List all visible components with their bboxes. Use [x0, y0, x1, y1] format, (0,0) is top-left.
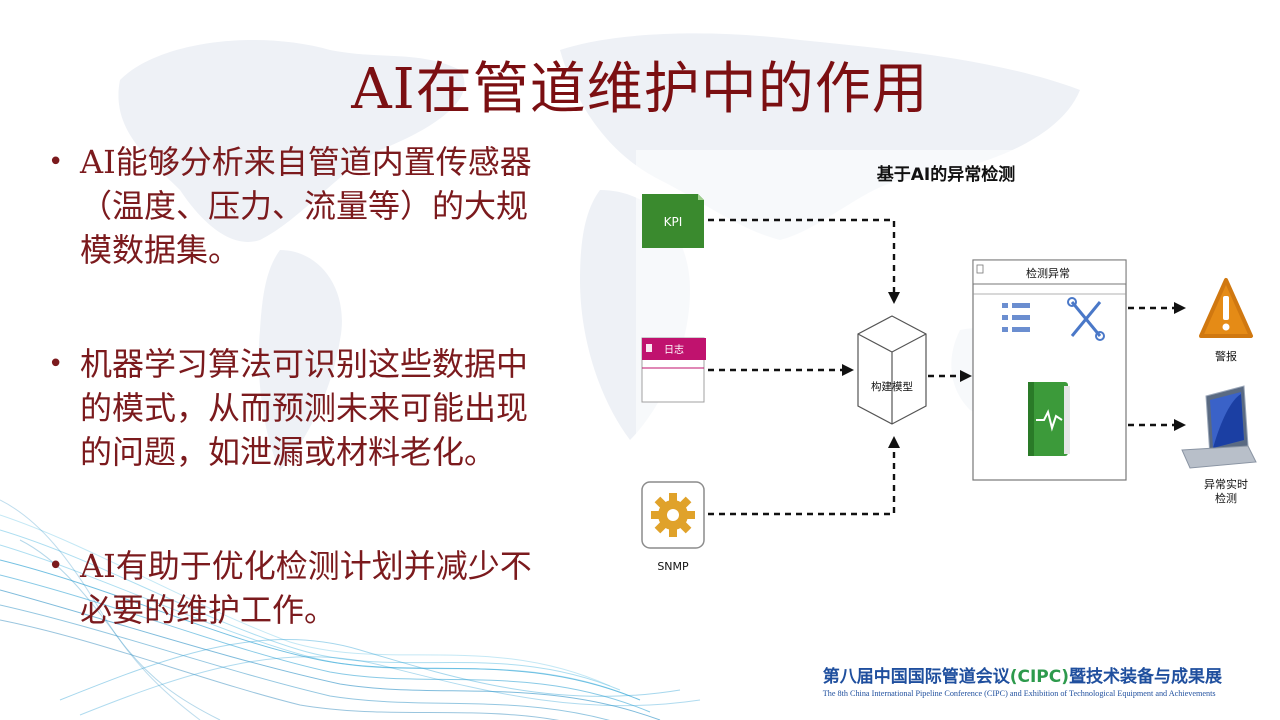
bullet-list: AI能够分析来自管道内置传感器 （温度、压力、流量等）的大规 模数据集。 机器学…: [48, 140, 628, 632]
page-title: AI在管道维护中的作用: [351, 57, 929, 122]
footer-cn-prefix: 第八届中国国际管道会议: [822, 667, 1010, 687]
model-cube-icon: 构建模型: [857, 315, 927, 425]
list-icon: [1002, 303, 1030, 332]
bullet-3-line-1: AI有助于优化检测计划并减少不: [80, 547, 532, 585]
log-document-icon: 日志: [641, 337, 706, 403]
bullet-1-line-3: 模数据集。: [80, 231, 241, 269]
detect-anomaly-panel: 检测异常: [972, 259, 1127, 481]
footer-cn-accent: (CIPC): [1009, 667, 1069, 687]
realtime-label-line2: 检测: [1215, 491, 1237, 505]
alarm-warning-icon: 警报: [1199, 278, 1253, 363]
realtime-label-line1: 异常实时: [1204, 477, 1248, 491]
conference-footer: 第八届中国国际管道会议(CIPC)暨技术装备与成果展 The 8th China…: [823, 662, 1222, 698]
bullet-item-sensor-data: AI能够分析来自管道内置传感器 （温度、压力、流量等）的大规 模数据集。: [48, 140, 628, 272]
bullet-item-ml-patterns: 机器学习算法可识别这些数据中 的模式，从而预测未来可能出现 的问题，如泄漏或材料…: [48, 342, 628, 474]
footer-english: The 8th China International Pipeline Con…: [822, 689, 1216, 698]
alarm-label: 警报: [1215, 349, 1237, 363]
bullet-2-line-3: 的问题，如泄漏或材料老化。: [80, 433, 497, 471]
detect-label: 检测异常: [1026, 266, 1070, 280]
bullet-2-line-1: 机器学习算法可识别这些数据中: [80, 345, 529, 383]
snmp-gear-icon: SNMP: [641, 481, 705, 573]
kpi-label: KPI: [664, 215, 683, 229]
footer-cn-suffix: 暨技术装备与成果展: [1069, 667, 1222, 687]
laptop-icon: 异常实时 检测: [1181, 385, 1257, 505]
bullet-3-line-2: 必要的维护工作。: [80, 591, 337, 629]
kpi-document-icon: KPI: [642, 194, 704, 248]
snmp-label: SNMP: [657, 560, 689, 573]
green-book-icon: [1028, 382, 1070, 456]
bullet-item-optimize-inspection: AI有助于优化检测计划并减少不 必要的维护工作。: [48, 544, 628, 632]
model-label: 构建模型: [871, 380, 913, 393]
bullet-1-line-2: （温度、压力、流量等）的大规: [80, 187, 529, 225]
anomaly-detection-diagram: 基于AI的异常检测 KPI 日志: [636, 150, 1276, 580]
footer-chinese: 第八届中国国际管道会议(CIPC)暨技术装备与成果展: [823, 662, 1222, 687]
log-label: 日志: [664, 343, 684, 356]
tools-icon: [1067, 297, 1105, 341]
bullet-2-line-2: 的模式，从而预测未来可能出现: [80, 389, 529, 427]
diagram-title: 基于AI的异常检测: [876, 164, 1015, 185]
bullet-1-line-1: AI能够分析来自管道内置传感器: [80, 143, 532, 181]
